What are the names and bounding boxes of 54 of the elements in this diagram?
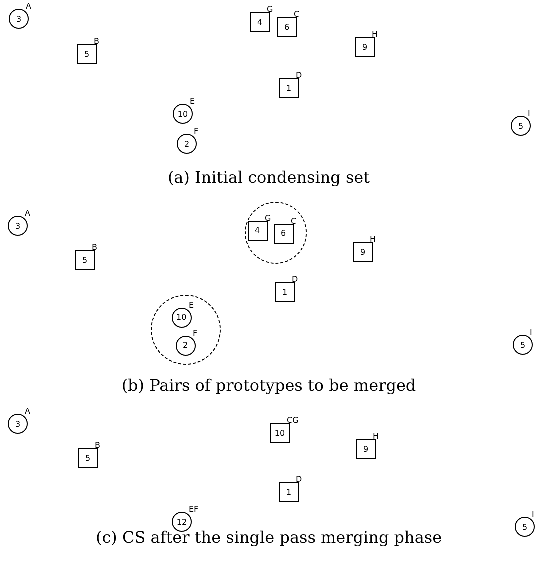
panel-caption: (b) Pairs of prototypes to be merged: [120, 376, 418, 395]
point-label: C: [291, 218, 297, 226]
circle-marker: 3: [8, 414, 28, 434]
point-label: D: [296, 72, 302, 80]
point-label: D: [296, 476, 302, 484]
point-label: EF: [189, 506, 199, 514]
point-label: I: [528, 110, 530, 118]
point-label: C: [294, 11, 300, 19]
circle-marker: 5: [513, 335, 533, 355]
point-label: A: [25, 210, 30, 218]
square-marker: 9: [356, 439, 376, 459]
circle-marker: 10: [172, 308, 192, 328]
point-label: D: [292, 276, 298, 284]
square-marker: 5: [77, 44, 97, 64]
point-label: A: [25, 408, 30, 416]
dashed-circle: [245, 202, 307, 264]
point-label: B: [94, 38, 100, 46]
point-label: E: [189, 302, 194, 310]
circle-marker: 2: [177, 134, 197, 154]
point-label: B: [95, 442, 100, 450]
square-marker: 1: [275, 282, 295, 302]
point-label: B: [92, 244, 98, 252]
square-marker: 9: [353, 242, 373, 262]
point-label: E: [190, 98, 196, 106]
point-label: F: [194, 128, 199, 136]
circle-marker: 5: [511, 116, 531, 136]
circle-marker: 3: [8, 216, 28, 236]
circle-marker: 10: [173, 104, 193, 124]
square-marker: 4: [250, 12, 270, 32]
square-marker: 6: [277, 17, 297, 37]
square-marker: 1: [279, 482, 299, 502]
panel-caption: (a) Initial condensing set: [166, 168, 372, 187]
point-label: H: [372, 31, 378, 39]
square-marker: 5: [78, 448, 98, 468]
square-marker: 10: [270, 423, 290, 443]
circle-marker: 12: [172, 512, 192, 532]
point-label: CG: [287, 417, 299, 425]
circle-marker: 2: [176, 336, 196, 356]
point-label: G: [267, 6, 274, 14]
square-marker: 9: [355, 37, 375, 57]
point-label: A: [26, 3, 32, 11]
square-marker: 6: [274, 224, 294, 244]
point-label: H: [373, 433, 380, 441]
point-label: G: [265, 215, 272, 223]
point-label: F: [193, 330, 198, 338]
point-label: I: [532, 511, 534, 519]
circle-marker: 3: [9, 9, 29, 29]
circle-marker: 5: [515, 517, 535, 537]
square-marker: 5: [75, 250, 95, 270]
square-marker: 1: [279, 78, 299, 98]
dashed-circle: [151, 295, 221, 365]
point-label: I: [530, 329, 532, 337]
square-marker: 4: [248, 220, 268, 241]
point-label: H: [370, 236, 376, 244]
